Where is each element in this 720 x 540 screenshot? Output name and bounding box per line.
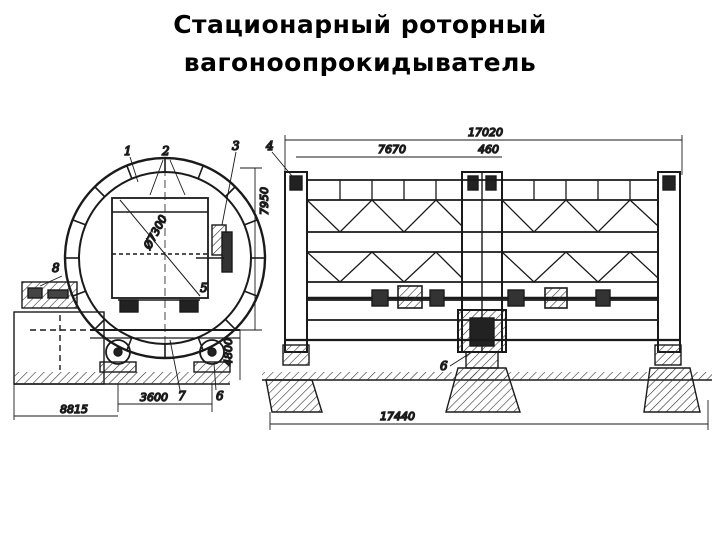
callout-4: 4 <box>265 139 274 153</box>
dim-foundation-length: 17440 <box>380 410 415 423</box>
title-line-2: вагоноопрокидыватель <box>183 48 537 77</box>
dim-foundation: 8815 <box>60 403 88 416</box>
rotor-end-view <box>13 151 267 420</box>
callout-6-right: 6 <box>440 359 448 373</box>
callout-6-left: 6 <box>216 389 224 403</box>
side-elevation-view <box>262 135 712 430</box>
callout-3: 3 <box>232 139 240 153</box>
dim-section-length: 7670 <box>378 143 406 156</box>
dim-rotor-diameter: Ø7300 <box>141 213 170 252</box>
dim-height: 7950 <box>258 187 271 215</box>
dim-base-height: 4800 <box>222 338 235 366</box>
slide-title: Стационарный роторный вагоноопрокидывате… <box>0 6 720 82</box>
foundation-left <box>265 379 323 413</box>
wagon-outline <box>111 197 209 299</box>
callout-5: 5 <box>200 281 208 295</box>
callout-1: 1 <box>124 144 132 158</box>
left-foundation-hatch <box>14 372 230 384</box>
callout-2: 2 <box>161 144 170 158</box>
support-rollers <box>99 339 231 373</box>
callout-7: 7 <box>178 389 186 403</box>
dim-total-length: 17020 <box>468 126 503 139</box>
dim-gap: 460 <box>478 143 499 156</box>
callout-8: 8 <box>52 261 60 275</box>
dim-spacing: 3600 <box>140 391 168 404</box>
title-line-1: Стационарный роторный <box>173 10 547 39</box>
